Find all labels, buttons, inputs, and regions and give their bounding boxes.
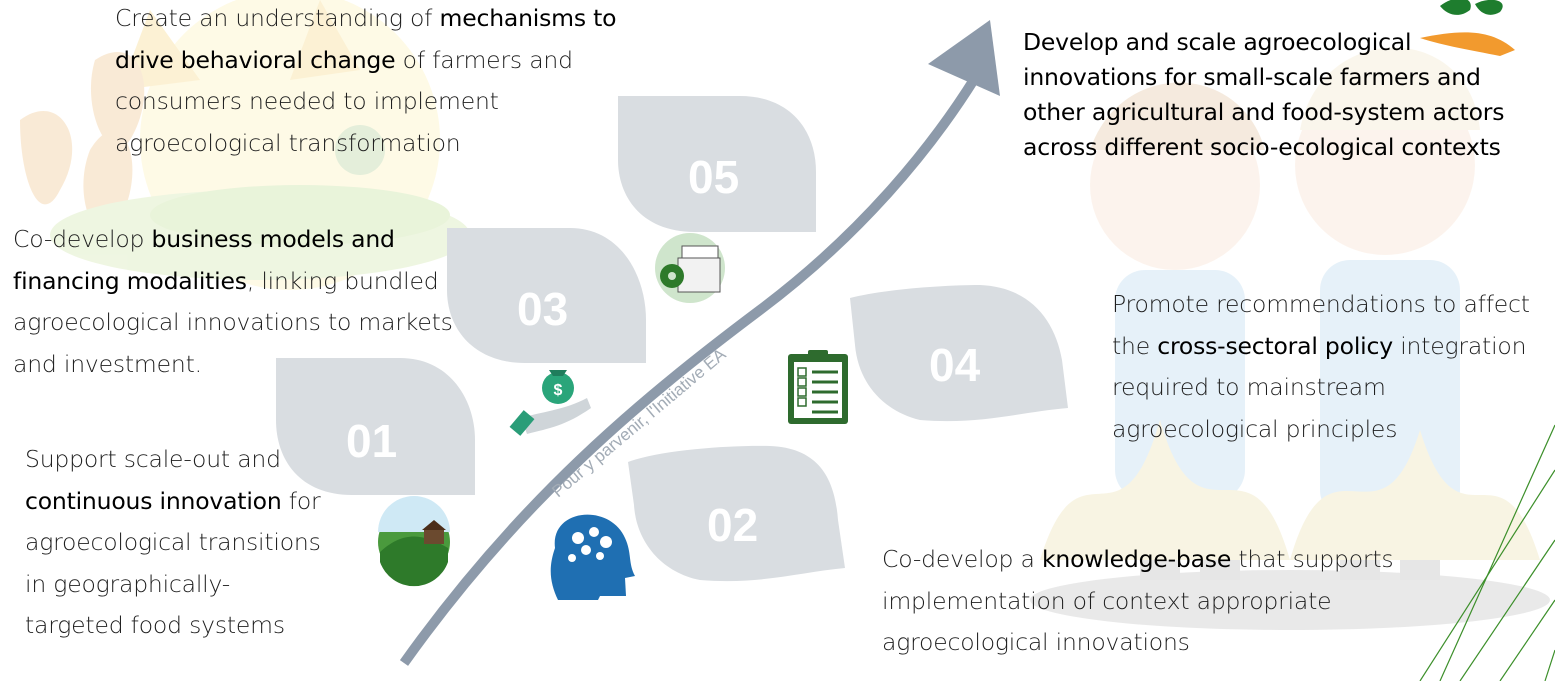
step-number-02: 02 (707, 499, 759, 551)
step-leaves (276, 96, 1068, 582)
progress-arrow (399, 75, 980, 666)
step-number-05: 05 (688, 151, 740, 203)
text-promote-a: Promote recommendations to affect the (1112, 290, 1530, 360)
text-support-a: Support scale-out and (25, 445, 281, 473)
text-support-scale-out: Support scale-out and continuous innovat… (25, 439, 325, 647)
text-business-c: , linking bundled agroecological innovat… (13, 266, 453, 378)
text-promote-recommendations: Promote recommendations to affect the cr… (1112, 284, 1555, 450)
text-business-a: Co-develop (13, 225, 152, 253)
text-business-b: business models and financing modalities (13, 225, 395, 295)
text-knowledge-base: Co-develop a knowledge-base that support… (882, 539, 1422, 664)
folder-gear-icon (655, 233, 725, 303)
leaf-04 (850, 285, 1068, 422)
step-number-03: 03 (517, 283, 569, 335)
text-business-models: Co-develop business models and financing… (13, 219, 483, 385)
farm-landscape-icon (378, 496, 450, 587)
text-promote-b: cross-sectoral policy (1157, 331, 1393, 360)
text-mechanisms-b: mechanisms to drive behavioral change (115, 4, 617, 74)
head-gears-icon (550, 514, 635, 600)
grass-lines (1419, 424, 1555, 681)
text-mechanisms-a: Create an understanding of (115, 4, 440, 32)
text-mechanisms: Create an understanding of mechanisms to… (115, 0, 635, 164)
leaf-01 (276, 358, 475, 495)
clipboard-checklist-icon (788, 350, 848, 424)
text-develop-scale: Develop and scale agroecological innovat… (1023, 25, 1543, 165)
wheat-illustration (20, 0, 470, 290)
leaf-02 (628, 445, 845, 582)
step-number-01: 01 (346, 415, 398, 467)
plant-hand-logo (1420, 0, 1515, 56)
text-knowledge-a: Co-develop a (882, 545, 1043, 573)
svg-text:$: $ (554, 382, 563, 399)
arrow-head (928, 20, 1000, 96)
text-knowledge-c: that supports implementation of context … (882, 545, 1394, 656)
money-bag-icon: $ (509, 370, 591, 436)
text-support-c: for agroecological transitions in geogra… (25, 486, 321, 640)
text-mechanisms-c: of farmers and consumers needed to imple… (115, 45, 573, 157)
farmers-illustration (1030, 47, 1550, 630)
leaf-03 (447, 228, 646, 363)
text-knowledge-b: knowledge-base (1042, 545, 1232, 573)
text-support-b: continuous innovation (25, 486, 282, 515)
text-develop-a: Develop and scale agroecological innovat… (1023, 28, 1505, 161)
step-number-04: 04 (929, 339, 981, 391)
leaf-05 (618, 96, 816, 232)
text-promote-c: integration required to mainstream agroe… (1112, 331, 1527, 443)
